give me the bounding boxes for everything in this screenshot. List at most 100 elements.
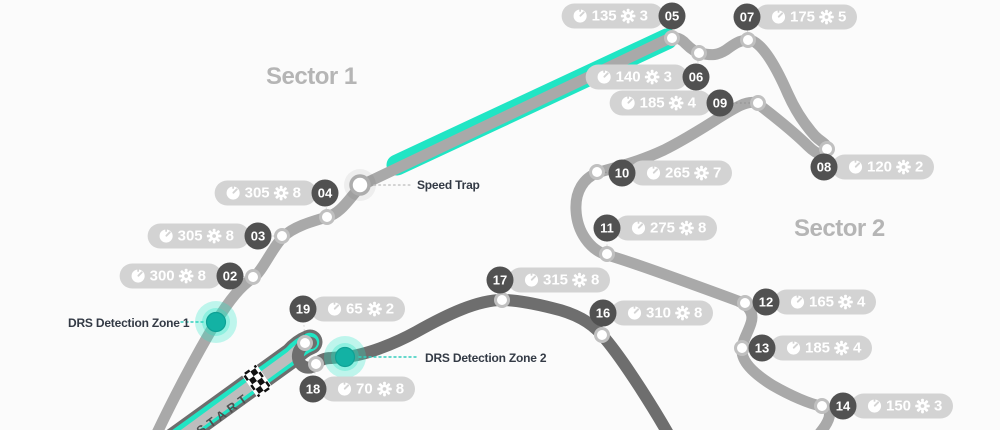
corner-number: 08 (810, 153, 838, 181)
speedometer-icon (327, 302, 342, 316)
drs-detection-dot-1 (180, 301, 237, 343)
gear-icon (206, 228, 222, 244)
drs-detection-dot-2 (324, 336, 420, 378)
corner-info-pill: 70 8 (321, 376, 416, 402)
corner-apex-marker (814, 398, 830, 414)
speed-trap-label: Speed Trap (417, 178, 480, 192)
sector-2-label: Sector 2 (794, 215, 885, 242)
corner-apex-marker (274, 228, 290, 244)
corner-gear: 8 (292, 184, 301, 202)
speedometer-icon (524, 273, 539, 287)
corner-number: 18 (299, 375, 327, 403)
corner-number: 03 (244, 222, 272, 250)
corner-gear: 8 (197, 267, 206, 285)
corner-info-pill: 275 8 (615, 215, 718, 241)
gear-icon (178, 268, 194, 284)
speedometer-icon (631, 221, 646, 235)
gear-icon (675, 305, 690, 321)
corner-speed: 140 (615, 68, 641, 86)
gear-icon (668, 95, 684, 111)
corner-number: 02 (216, 262, 244, 290)
corner-apex-marker (664, 30, 680, 46)
corner-speed: 305 (177, 227, 203, 245)
speedometer-icon (786, 341, 801, 355)
gear-icon (679, 220, 694, 236)
corner-info-pill: 65 2 (311, 296, 406, 322)
gear-icon (896, 159, 911, 175)
gear-icon (273, 185, 289, 201)
corner-number: 10 (608, 159, 636, 187)
corner-gear: 2 (385, 300, 395, 318)
gear-icon (819, 9, 834, 25)
corner-gear: 7 (713, 164, 722, 182)
corner-speed: 315 (543, 271, 569, 289)
corner-speed: 310 (646, 304, 672, 322)
corner-apex-marker (319, 209, 335, 225)
corner-apex-marker (691, 45, 707, 61)
speedometer-icon (867, 399, 882, 413)
corner-speed: 65 (346, 300, 363, 318)
sector-1-label: Sector 1 (266, 63, 357, 90)
corner-apex-marker (750, 95, 766, 111)
corner-number: 11 (593, 214, 621, 242)
corner-apex-marker (308, 356, 324, 372)
speedometer-icon (597, 70, 611, 84)
speedometer-icon (337, 382, 352, 396)
corner-number: 19 (289, 295, 317, 323)
corner-speed: 265 (665, 164, 691, 182)
drs-detection-zone-2-label: DRS Detection Zone 2 (425, 351, 547, 365)
speedometer-icon (621, 96, 635, 110)
gear-icon (915, 398, 930, 414)
corner-number: 12 (752, 288, 780, 316)
corner-apex-marker (297, 335, 313, 351)
corner-speed: 275 (650, 219, 676, 237)
corner-info-pill: 265 7 (630, 160, 733, 186)
corner-gear: 8 (698, 219, 707, 237)
start-finish-line (240, 363, 274, 399)
corner-apex-marker (589, 164, 605, 180)
speedometer-icon (790, 295, 805, 309)
corner-number: 04 (311, 179, 339, 207)
corner-apex-marker (734, 340, 750, 356)
corner-gear: 2 (915, 158, 924, 176)
gear-icon (620, 8, 636, 24)
corner-number: 17 (486, 266, 514, 294)
corner-speed: 70 (356, 380, 373, 398)
gear-icon (366, 301, 382, 317)
corner-speed: 120 (867, 158, 893, 176)
corner-number: 16 (589, 299, 617, 327)
corner-gear: 3 (639, 7, 648, 25)
gear-icon (838, 294, 853, 310)
speedometer-icon (159, 229, 173, 243)
corner-number: 14 (829, 392, 857, 420)
speedometer-icon (573, 9, 587, 23)
corner-apex-marker (594, 327, 610, 343)
speedometer-icon (627, 306, 642, 320)
corner-number: 06 (682, 63, 710, 91)
corner-speed: 165 (809, 293, 835, 311)
corner-number: 09 (706, 89, 734, 117)
corner-apex-marker (740, 32, 756, 48)
corner-speed: 150 (886, 397, 912, 415)
corner-gear: 8 (395, 380, 405, 398)
speedometer-icon (646, 166, 661, 180)
speedometer-icon (771, 10, 786, 24)
speedometer-icon (226, 186, 240, 200)
corner-number: 05 (658, 2, 686, 30)
gear-icon (376, 381, 392, 397)
corner-number: 13 (748, 334, 776, 362)
corner-gear: 4 (857, 293, 866, 311)
gear-icon (644, 69, 660, 85)
corner-gear: 8 (694, 304, 703, 322)
corner-gear: 3 (934, 397, 943, 415)
corner-gear: 4 (687, 94, 696, 112)
